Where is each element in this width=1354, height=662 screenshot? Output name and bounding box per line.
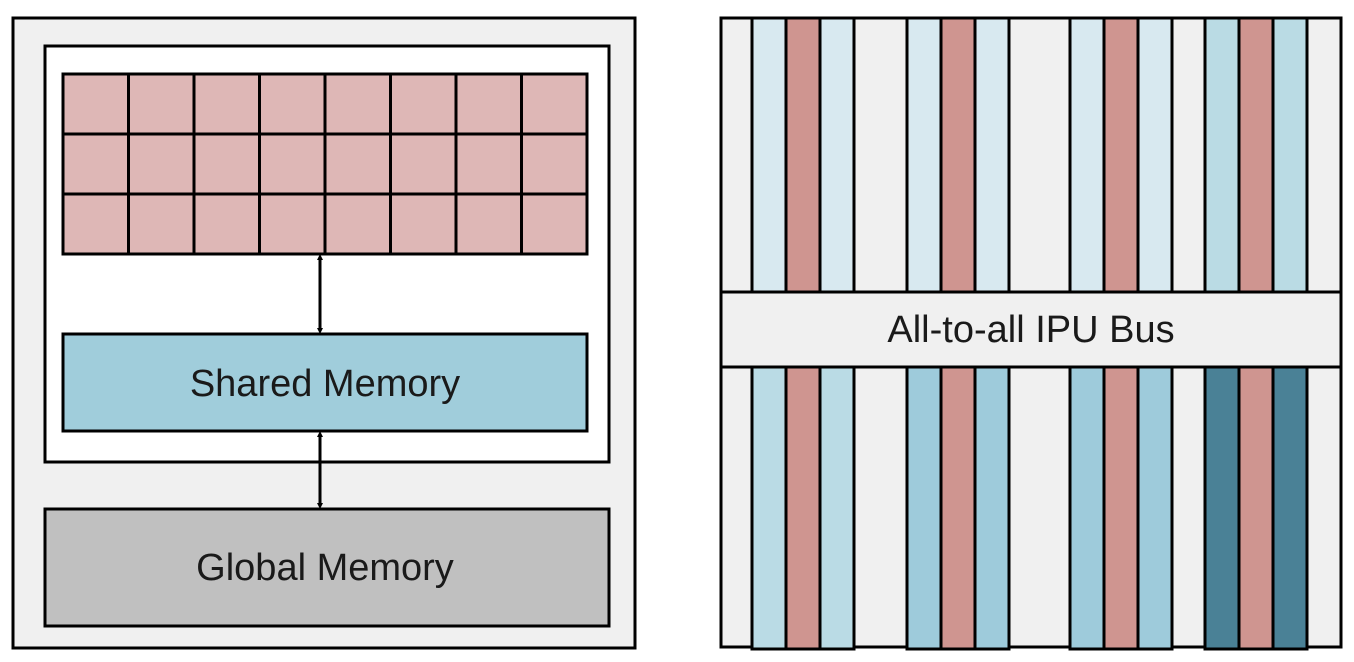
ipu-bottom-memory-strip — [1203, 365, 1241, 651]
ipu-bottom-core-strip — [1102, 365, 1140, 651]
ipu-top-memory-strip — [1271, 16, 1309, 294]
ipu-top-memory-strip — [905, 16, 943, 294]
core-tile — [61, 192, 130, 256]
ipu-top-core-strip — [1102, 16, 1140, 294]
core-tile — [389, 132, 458, 196]
core-tile — [389, 192, 458, 256]
ipu-top-memory-strip — [750, 16, 788, 294]
core-tile — [520, 132, 589, 196]
ipu-bottom-memory-strip — [1068, 365, 1106, 651]
ipu-bottom-memory-strip — [1271, 365, 1309, 651]
core-tile — [323, 132, 392, 196]
core-tile — [127, 192, 196, 256]
core-tile — [127, 132, 196, 196]
ipu-top-core-strip — [939, 16, 977, 294]
core-tile — [258, 132, 327, 196]
shared-memory-label: Shared Memory — [190, 363, 460, 405]
core-tile — [323, 72, 392, 136]
ipu-bottom-memory-strip — [1136, 365, 1174, 651]
ipu-bottom-memory-strip — [750, 365, 788, 651]
core-tile — [61, 132, 130, 196]
core-tile — [61, 72, 130, 136]
core-tile — [258, 72, 327, 136]
global-memory-box — [43, 507, 611, 628]
core-tile — [192, 132, 261, 196]
core-grid — [61, 72, 589, 256]
core-tile — [520, 72, 589, 136]
ipu-top-memory-strip — [1068, 16, 1106, 294]
ipu-top-core-strip — [784, 16, 822, 294]
ipu-bottom-memory-strip — [905, 365, 943, 651]
ipu-bottom-memory-strip — [973, 365, 1011, 651]
core-tile — [454, 132, 523, 196]
ipu-bus-label: All-to-all IPU Bus — [887, 309, 1174, 351]
core-tile — [389, 72, 458, 136]
ipu-bus-band — [719, 290, 1343, 369]
core-tile — [454, 72, 523, 136]
ipu-bottom-core-strip — [1237, 365, 1275, 651]
global-memory-label: Global Memory — [196, 547, 454, 589]
core-tile — [520, 192, 589, 256]
ipu-top-memory-strip — [1136, 16, 1174, 294]
ipu-top-memory-strip — [1203, 16, 1241, 294]
core-tile — [258, 192, 327, 256]
core-tile — [192, 72, 261, 136]
ipu-top-memory-strip — [973, 16, 1011, 294]
core-tile — [127, 72, 196, 136]
ipu-panel: All-to-all IPU Bus — [719, 16, 1343, 651]
core-tile — [454, 192, 523, 256]
ipu-bottom-memory-strip — [818, 365, 856, 651]
ipu-bottom-core-strip — [939, 365, 977, 651]
ipu-top-memory-strip — [818, 16, 856, 294]
core-tile — [323, 192, 392, 256]
core-tile — [192, 192, 261, 256]
shared-memory-box — [61, 332, 589, 433]
gpu-panel: Shared Memory Global Memory — [11, 16, 637, 650]
ipu-top-core-strip — [1237, 16, 1275, 294]
ipu-bottom-core-strip — [784, 365, 822, 651]
